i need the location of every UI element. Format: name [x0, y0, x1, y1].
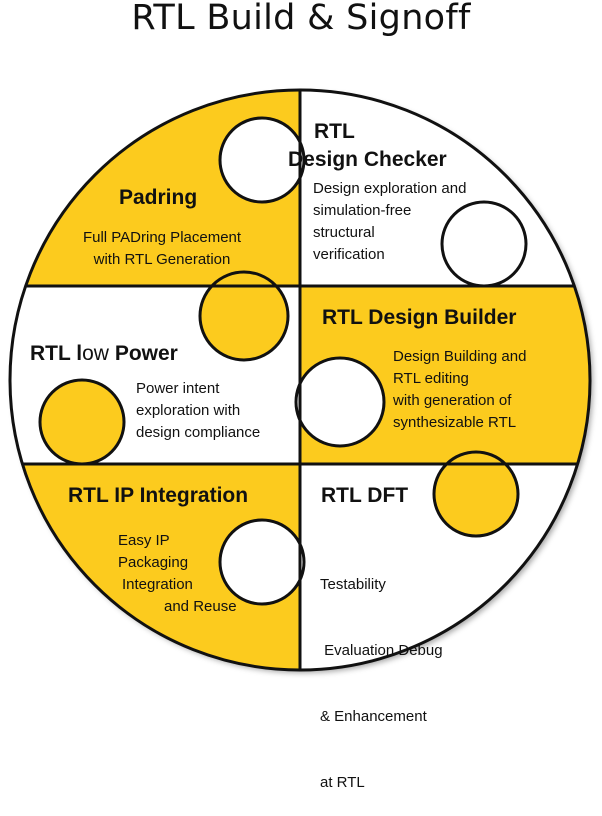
design-checker-heading-line: RTL — [314, 120, 355, 143]
ip-integration-heading: RTL IP Integration — [68, 484, 249, 507]
ip-integration-desc-line: Integration — [122, 576, 193, 593]
low-power-heading-part: RTL l — [30, 342, 83, 365]
knob-lowpower-into-builder — [294, 356, 386, 448]
design-builder-heading: RTL Design Builder — [322, 306, 517, 329]
knob-dft-into-ip — [218, 518, 306, 606]
padring-desc: Full PADring Placement with RTL Generati… — [62, 227, 262, 271]
design-checker-desc-line: structural — [313, 224, 375, 241]
padring-desc-line: Full PADring Placement — [82, 229, 242, 246]
knob-checker-into-padring — [218, 116, 306, 204]
low-power-desc-line: exploration with — [136, 402, 241, 419]
design-checker-desc-line: simulation-free — [313, 202, 412, 219]
design-checker-heading-line: Design Checker — [288, 148, 447, 171]
ip-integration-desc-line: and Reuse — [164, 598, 237, 615]
knob-iporig-into-lowpower — [38, 378, 126, 466]
puzzle-wheel — [8, 88, 592, 672]
design-checker-desc-line: Design exploration and — [313, 180, 467, 197]
design-checker-desc-line: verification — [313, 246, 385, 263]
knob-builder-into-dft — [432, 450, 520, 538]
low-power-desc-line: Power intent — [136, 380, 220, 397]
low-power-heading-part: Power — [108, 342, 178, 365]
design-builder-desc-line: synthesizable RTL — [393, 414, 517, 431]
padring-desc-line: with RTL Generation — [93, 251, 231, 268]
ip-integration-desc: Easy IP Packaging Integration and Reuse — [118, 530, 237, 618]
design-builder-desc: Design Building and RTL editing with gen… — [393, 346, 526, 434]
design-checker-desc: Design exploration and simulation-free s… — [313, 178, 466, 266]
knob-padring-into-lowpower — [198, 270, 290, 362]
dft-heading: RTL DFT — [321, 484, 409, 507]
dft-desc-line: & Enhancement — [320, 708, 427, 725]
wheel-rim — [8, 88, 592, 672]
page-title: RTL Build & Signoff — [131, 0, 471, 38]
low-power-heading: RTL low Power — [30, 342, 178, 366]
design-checker-heading: RTL Design Checker — [288, 118, 447, 174]
design-builder-desc-line: RTL editing — [393, 370, 469, 387]
low-power-heading-part: ow — [82, 342, 109, 365]
design-builder-desc-line: Design Building and — [393, 348, 527, 365]
ip-integration-desc-line: Easy IP — [118, 532, 170, 549]
low-power-desc-line: design compliance — [136, 424, 261, 441]
dft-desc-line: Evaluation Debug — [320, 642, 443, 659]
padring-heading: Padring — [119, 186, 198, 209]
dft-desc: Testability Evaluation Debug & Enhanceme… — [320, 530, 443, 816]
dft-desc-line: Testability — [320, 576, 386, 593]
dft-desc-line: at RTL — [320, 774, 365, 791]
ip-integration-desc-line: Packaging — [118, 554, 189, 571]
low-power-desc: Power intent exploration with design com… — [136, 378, 260, 444]
design-builder-desc-line: with generation of — [393, 392, 512, 409]
